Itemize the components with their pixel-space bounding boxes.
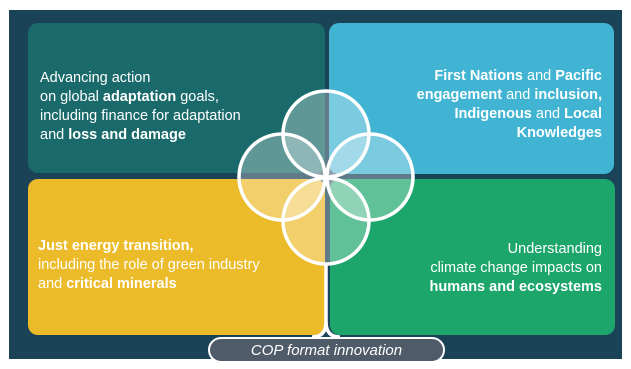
panel-text-line: humans and ecosystems (330, 278, 602, 297)
panel-text-line: on global adaptation goals, (40, 88, 325, 107)
text-phrase: Advancing action (40, 70, 151, 86)
panel-text-line: Knowledges (329, 124, 602, 143)
text-phrase: on global (40, 89, 103, 105)
cop-format-innovation-label: COP format innovation (208, 337, 445, 363)
text-phrase: and (40, 127, 69, 143)
circle-bottom (283, 178, 369, 264)
bold-phrase: adaptation (102, 89, 177, 105)
bold-phrase: Local (564, 106, 602, 122)
bold-phrase: First Nations (434, 68, 523, 84)
panel-text-line: First Nations and Pacific (329, 67, 602, 86)
circle-top (283, 91, 369, 177)
panel-climate-impacts: Understanding climate change impacts on hu… (330, 179, 615, 335)
panel-text-line: Advancing action (40, 69, 325, 88)
stem-line (311, 264, 328, 339)
panel-adaptation: Advancing action on global adaptation goa… (28, 23, 325, 173)
panel-text-line: engagement and inclusion, (329, 86, 602, 105)
panel-text-line: Understanding (330, 240, 602, 259)
bold-phrase: Indigenous (454, 106, 532, 122)
panel-text-line: climate change impacts on (330, 259, 602, 278)
text-phrase: Understanding (507, 241, 602, 257)
circle-right (327, 134, 413, 220)
panel-text-line: Indigenous and Local (329, 105, 602, 124)
text-phrase: including the role of green industry (38, 257, 260, 273)
panel-energy-transition: Just energy transition, including the rol… (28, 179, 325, 335)
text-phrase: goals, (176, 89, 219, 105)
text-phrase: climate change impacts on (430, 260, 602, 276)
bold-phrase: loss and damage (68, 127, 186, 143)
panel-text-line: including the role of green industry (38, 256, 325, 275)
panel-text-line: and critical minerals (38, 275, 325, 294)
panel-text-line: and loss and damage (40, 126, 325, 145)
bold-phrase: inclusion, (534, 87, 602, 103)
text-phrase: and (38, 276, 67, 292)
bold-phrase: critical minerals (66, 276, 177, 292)
bold-phrase: Knowledges (516, 125, 602, 141)
footer-label: COP format innovation (250, 341, 403, 359)
text-phrase: and (531, 106, 565, 122)
text-phrase: and (523, 68, 556, 84)
bold-phrase: Just energy transition, (38, 238, 194, 254)
text-phrase: and (502, 87, 535, 103)
bold-phrase: engagement (416, 87, 503, 103)
circle-left (239, 134, 325, 220)
bold-phrase: Pacific (555, 68, 602, 84)
panel-text-line: Just energy transition, (38, 237, 325, 256)
text-phrase: including finance for adaptation (40, 108, 241, 124)
panel-text-line: including finance for adaptation (40, 107, 325, 126)
bold-phrase: humans and ecosystems (429, 279, 602, 295)
